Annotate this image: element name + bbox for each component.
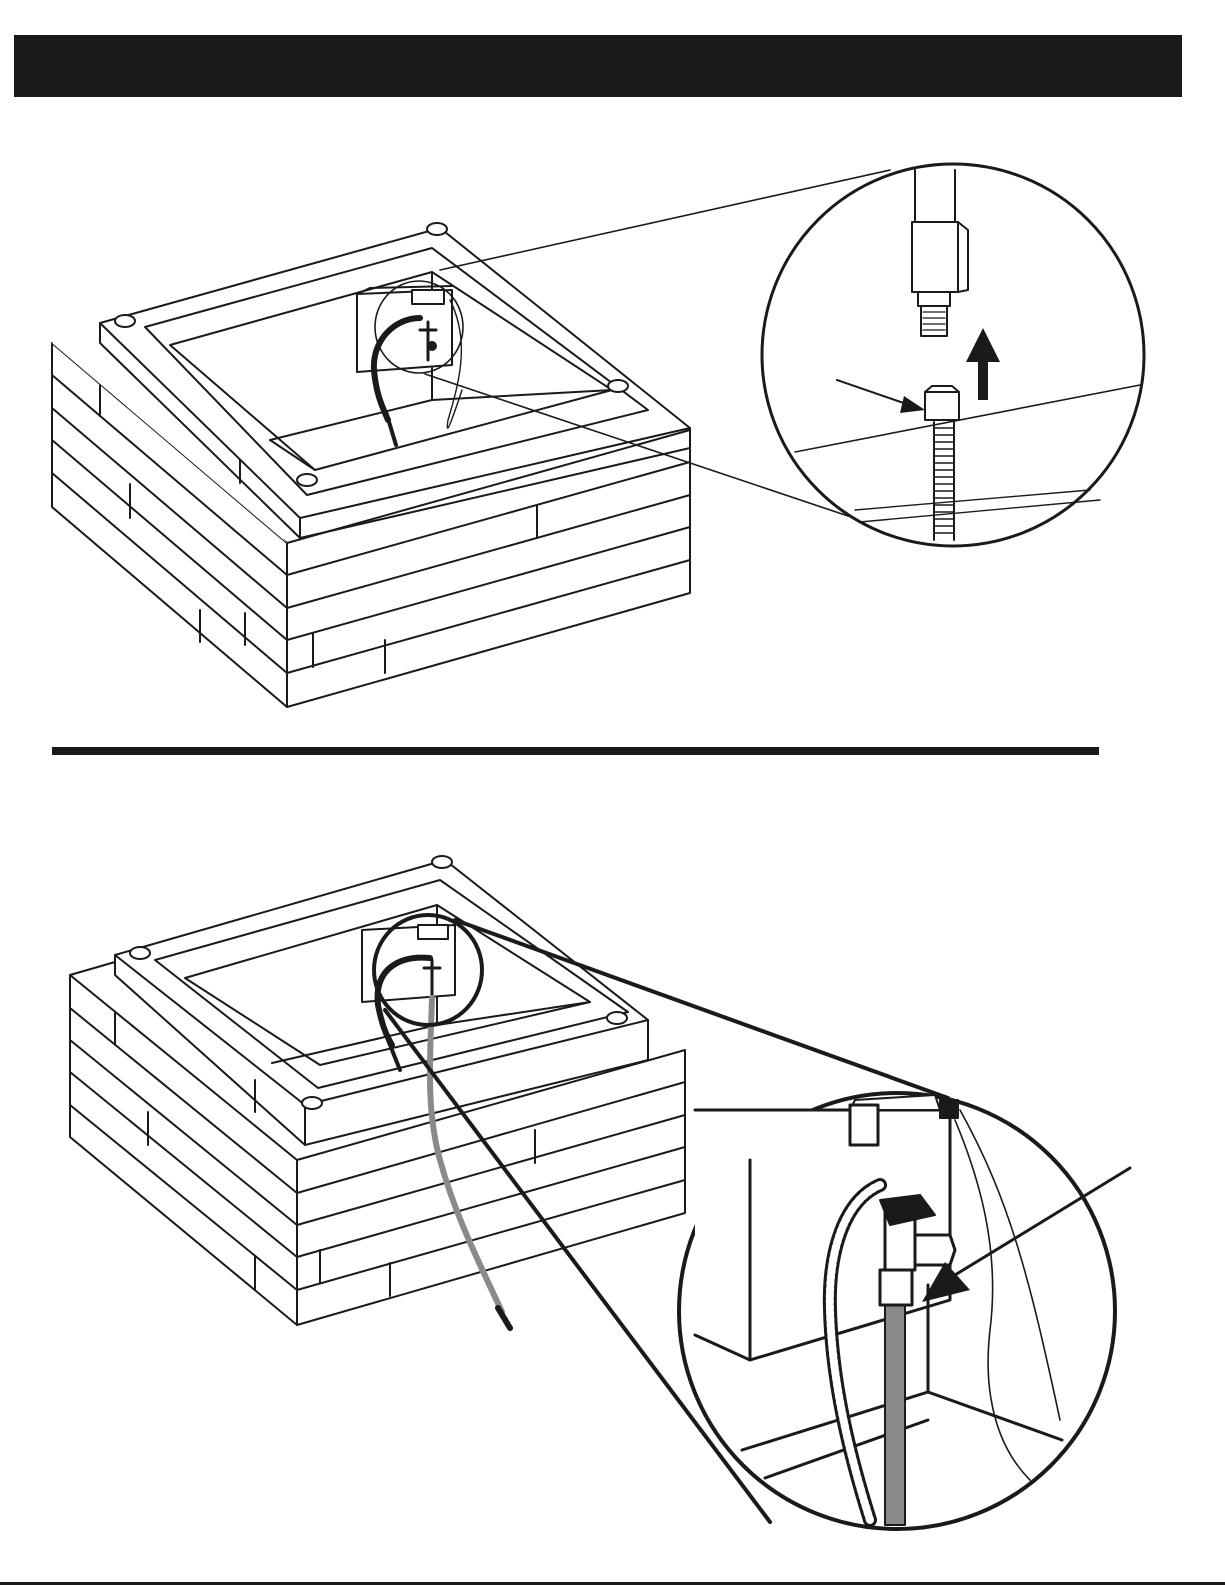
detail-circle-2 (679, 1093, 1130, 1529)
